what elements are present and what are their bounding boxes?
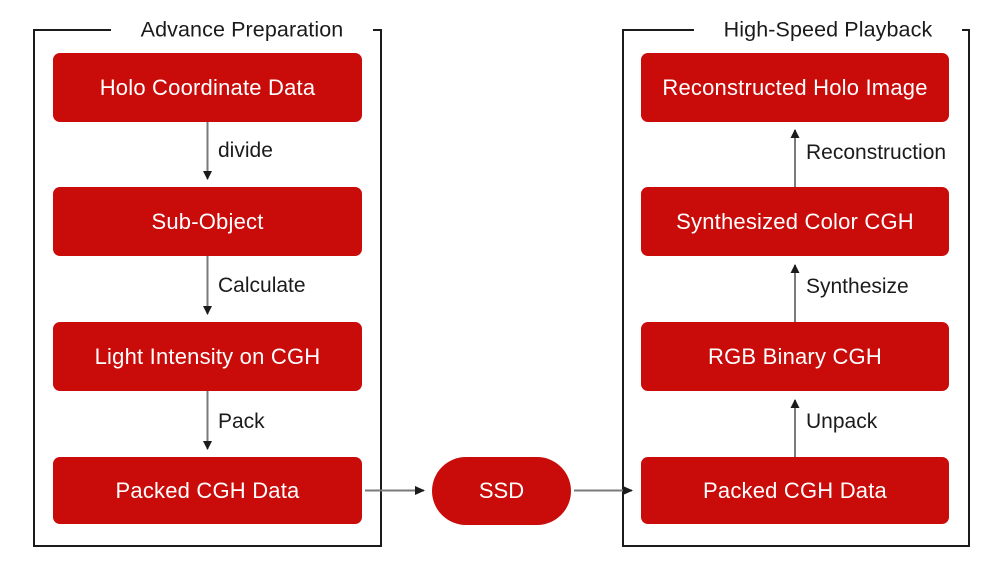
edge-label-reconstruction: Reconstruction xyxy=(806,141,947,164)
edge-label-synthesize: Synthesize xyxy=(806,275,909,298)
edge-label-pack: Pack xyxy=(218,410,265,433)
panel-high-speed-playback: High-Speed Playback xyxy=(622,18,970,547)
edge-label-calculate: Calculate xyxy=(218,274,306,297)
panel-title-notch-right xyxy=(694,28,962,35)
panel-advance-preparation: Advance Preparation xyxy=(33,18,382,547)
panel-title-high-speed-playback: High-Speed Playback xyxy=(723,17,933,42)
edge-label-unpack: Unpack xyxy=(806,410,878,433)
node-synthesized-color-cgh[interactable]: Synthesized Color CGH xyxy=(641,187,949,256)
node-holo-coordinate-data[interactable]: Holo Coordinate Data xyxy=(53,53,362,122)
node-sub-object[interactable]: Sub-Object xyxy=(53,187,362,256)
node-rgb-binary-cgh[interactable]: RGB Binary CGH xyxy=(641,322,949,391)
panel-title-advance-preparation: Advance Preparation xyxy=(140,17,344,42)
node-ssd[interactable]: SSD xyxy=(432,457,571,525)
node-packed-cgh-data-right[interactable]: Packed CGH Data xyxy=(641,457,949,524)
node-packed-cgh-data-left[interactable]: Packed CGH Data xyxy=(53,457,362,524)
panel-title-notch-left xyxy=(111,28,373,35)
edge-label-divide: divide xyxy=(218,139,273,162)
node-light-intensity-on-cgh[interactable]: Light Intensity on CGH xyxy=(53,322,362,391)
node-reconstructed-holo-image[interactable]: Reconstructed Holo Image xyxy=(641,53,949,122)
